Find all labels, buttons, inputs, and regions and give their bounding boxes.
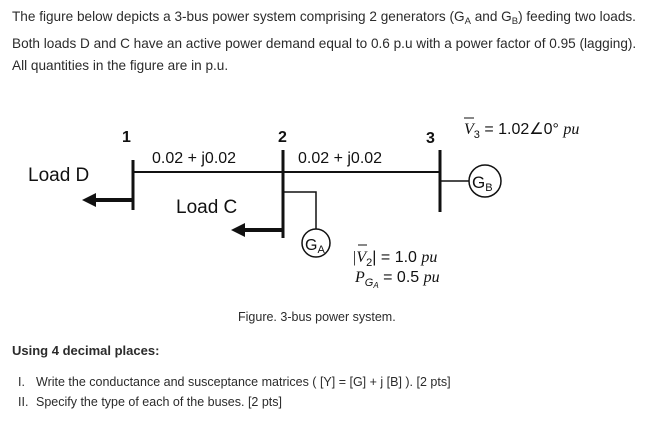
problem-intro: The figure below depicts a 3-bus power s… <box>12 9 637 73</box>
instructions-heading: Using 4 decimal places: <box>12 343 160 358</box>
bus-3-number: 3 <box>426 130 435 147</box>
v3-annotation: V3 = 1.02∠0° pu <box>464 121 579 141</box>
load-c-label: Load C <box>176 197 237 218</box>
gen-b-label: GB <box>472 173 493 194</box>
gen-a-label: GA <box>305 237 325 256</box>
line-12-impedance: 0.02 + j0.02 <box>152 150 236 167</box>
gen-a-connection <box>283 191 317 230</box>
figure-caption: Figure. 3-bus power system. <box>238 310 396 324</box>
question-item: II.Specify the type of each of the buses… <box>18 395 282 409</box>
bus-1-number: 1 <box>122 129 131 146</box>
question-item: I.Write the conductance and susceptance … <box>18 375 451 389</box>
question-list: I.Write the conductance and susceptance … <box>18 372 451 412</box>
load-d-label: Load D <box>28 165 89 186</box>
gen-a-circle <box>301 228 331 258</box>
gen-b-circle <box>468 164 502 198</box>
load-c-arrowhead <box>231 223 245 237</box>
bus-2-number: 2 <box>278 129 287 146</box>
v2-annotation: |V2| = 1.0 pu <box>352 249 437 269</box>
line-23-impedance: 0.02 + j0.02 <box>298 150 382 167</box>
pga-annotation: PGA = 0.5 pu <box>354 269 440 290</box>
load-d-arrowhead <box>82 193 96 207</box>
